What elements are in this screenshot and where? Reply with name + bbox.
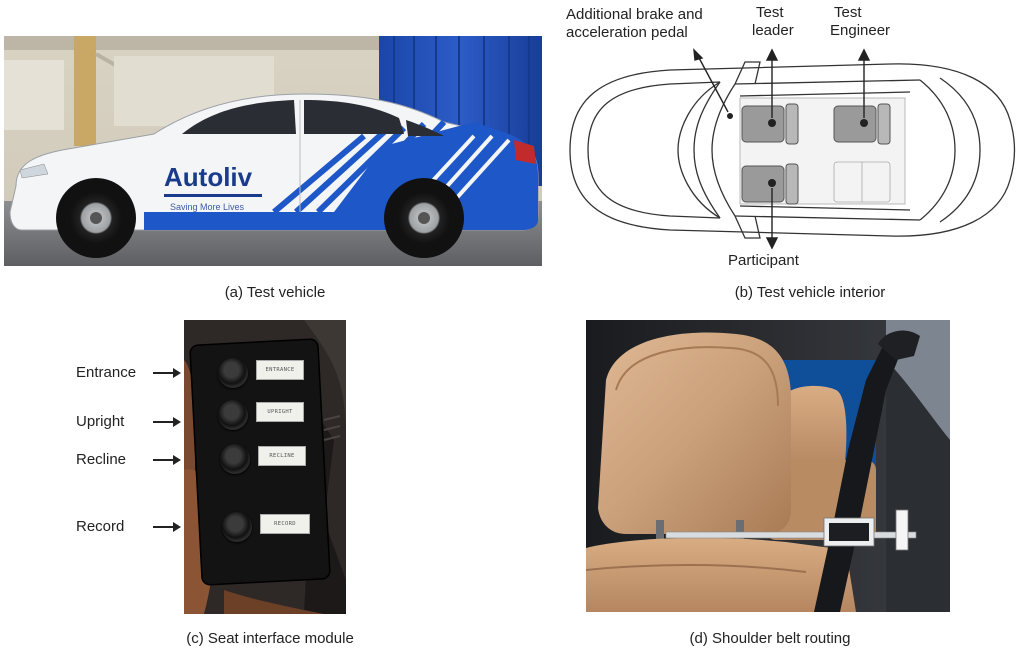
arrow-right-icon-head [173,522,181,532]
label-recline: Recline [76,451,127,468]
arrow-right-icon-head [173,368,181,378]
shoulder-belt-photo [586,320,950,612]
label-participant: Participant [728,252,799,269]
arrow-right-icon [153,459,175,461]
car-top-view-diagram [569,48,1016,250]
seat-interface-photo: ENTRANCE UPRIGHT RECLINE RECORD [184,320,346,614]
recline-button-icon [220,444,250,474]
caption-d: (d) Shoulder belt routing [689,630,851,647]
upright-button-icon [218,400,248,430]
label-entrance: Entrance [76,364,137,381]
upright-tag: UPRIGHT [256,402,304,422]
label-upright: Upright [76,413,125,430]
record-button-icon [222,512,252,542]
record-tag: RECORD [260,514,310,534]
label-engineer-line1: Test [834,4,862,21]
arrow-right-icon [153,372,175,374]
label-pedal-line2: acceleration pedal [566,24,688,41]
test-vehicle-illustration [4,36,542,266]
label-pedal-line1: Additional brake and [566,6,703,23]
label-leader-line1: Test [756,4,784,21]
entrance-button-icon [218,358,248,388]
entrance-tag: ENTRANCE [256,360,304,380]
test-vehicle-photo: Autoliv Saving More Lives [4,36,542,266]
arrow-right-icon [153,421,175,423]
arrow-right-icon-head [173,455,181,465]
belt-routing-illustration [586,320,950,612]
caption-a: (a) Test vehicle [224,284,326,301]
brand-slogan: Saving More Lives [170,202,245,212]
recline-tag: RECLINE [258,446,306,466]
caption-c: (c) Seat interface module [186,630,354,647]
label-leader-line2: leader [752,22,794,39]
caption-b: (b) Test vehicle interior [734,284,886,301]
label-record: Record [76,518,125,535]
interior-diagram [560,40,1022,270]
label-engineer-line2: Engineer [830,22,891,39]
brand-logo: Autoliv [164,162,253,192]
arrow-right-icon [153,526,175,528]
arrow-right-icon-head [173,417,181,427]
